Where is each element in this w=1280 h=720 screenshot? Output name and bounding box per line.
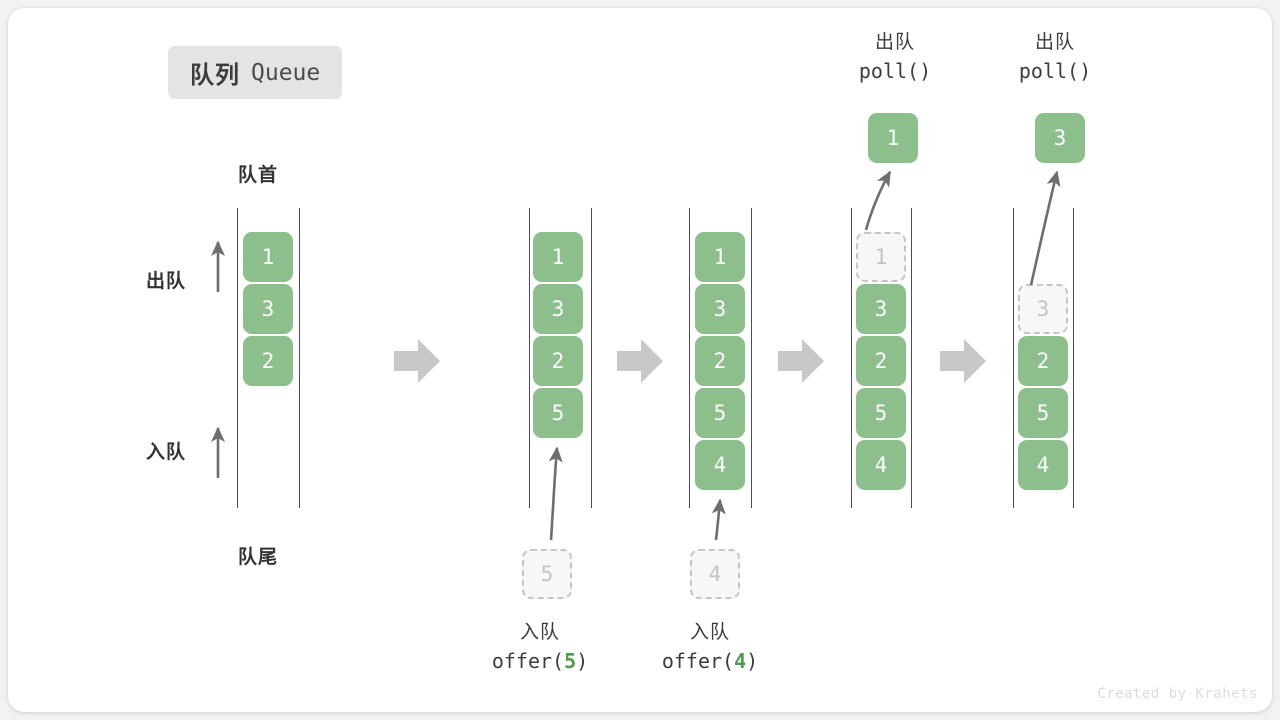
offer-4-suffix: ) bbox=[746, 648, 759, 673]
queue-cell: 3 bbox=[533, 284, 583, 334]
queue-rail-left-col5 bbox=[1013, 208, 1014, 508]
queue-rail-right-col4 bbox=[911, 208, 912, 508]
rear-label: 队尾 bbox=[238, 547, 279, 568]
offer-4-label: 入队 offer(4) bbox=[600, 620, 820, 675]
queue-cell: 2 bbox=[533, 336, 583, 386]
poll-2-label-cn: 出队 bbox=[1034, 32, 1075, 53]
queue-cell: 2 bbox=[243, 336, 293, 386]
offer-5-insert-arrow bbox=[548, 446, 563, 541]
offer-5-label: 入队 offer(5) bbox=[430, 620, 650, 675]
queue-cell: 3 bbox=[695, 284, 745, 334]
step-arrow-icon bbox=[778, 339, 824, 383]
incoming-element-ghost: 5 bbox=[522, 549, 572, 599]
queue-cell: 4 bbox=[1018, 440, 1068, 490]
front-label: 队首 bbox=[238, 165, 279, 186]
poll-2-remove-arrow bbox=[1029, 170, 1061, 286]
offer-5-label-code: offer(5) bbox=[430, 647, 650, 675]
queue-rail-left-col2 bbox=[529, 208, 530, 508]
offer-4-label-cn: 入队 bbox=[689, 622, 730, 643]
poll-2-label-code: poll() bbox=[1018, 58, 1092, 83]
dequeue-direction-label: 出队 bbox=[146, 271, 187, 292]
queue-cell: 3 bbox=[856, 284, 906, 334]
offer-5-num: 5 bbox=[564, 648, 577, 673]
step-arrow-icon bbox=[940, 339, 986, 383]
queue-cell: 2 bbox=[1018, 336, 1068, 386]
offer-4-insert-arrow bbox=[711, 498, 726, 541]
poll-2-label: 出队 poll() bbox=[955, 30, 1155, 85]
offer-5-prefix: offer( bbox=[491, 648, 565, 673]
queue-cell: 5 bbox=[695, 388, 745, 438]
queue-rail-right-col5 bbox=[1073, 208, 1074, 508]
title-english: Queue bbox=[251, 59, 321, 86]
enqueue-direction-label: 入队 bbox=[146, 442, 187, 463]
step-arrow-icon bbox=[617, 339, 663, 383]
queue-cell: 1 bbox=[695, 232, 745, 282]
offer-4-label-code: offer(4) bbox=[600, 647, 820, 675]
title-chinese: 队列 bbox=[190, 62, 240, 89]
offer-5-label-cn: 入队 bbox=[519, 622, 560, 643]
step-arrow-icon bbox=[394, 339, 440, 383]
queue-cell: 2 bbox=[695, 336, 745, 386]
poll-1-remove-arrow bbox=[864, 170, 892, 231]
queue-cell: 4 bbox=[856, 440, 906, 490]
queue-rail-left-col1 bbox=[237, 208, 238, 508]
queue-cell: 5 bbox=[533, 388, 583, 438]
queue-cell: 1 bbox=[533, 232, 583, 282]
queue-cell: 4 bbox=[695, 440, 745, 490]
offer-5-suffix: ) bbox=[576, 648, 589, 673]
poll-1-label-code: poll() bbox=[858, 58, 932, 83]
queue-rail-left-col3 bbox=[689, 208, 690, 508]
popped-element: 3 bbox=[1035, 113, 1085, 163]
queue-rail-right-col3 bbox=[751, 208, 752, 508]
diagram-title-badge: 队列 Queue bbox=[168, 46, 343, 99]
queue-rail-left-col4 bbox=[851, 208, 852, 508]
offer-4-prefix: offer( bbox=[661, 648, 735, 673]
incoming-element-ghost: 4 bbox=[690, 549, 740, 599]
poll-1-label: 出队 poll() bbox=[795, 30, 995, 85]
queue-rail-right-col1 bbox=[299, 208, 300, 508]
offer-4-num: 4 bbox=[734, 648, 747, 673]
poll-1-label-cn: 出队 bbox=[874, 32, 915, 53]
queue-rail-right-col2 bbox=[591, 208, 592, 508]
queue-cell: 1 bbox=[243, 232, 293, 282]
queue-cell: 3 bbox=[243, 284, 293, 334]
queue-cell: 2 bbox=[856, 336, 906, 386]
watermark: Created by Krahets bbox=[1097, 686, 1258, 702]
removed-element-ghost: 3 bbox=[1018, 284, 1068, 334]
removed-element-ghost: 1 bbox=[856, 232, 906, 282]
queue-cell: 5 bbox=[1018, 388, 1068, 438]
popped-element: 1 bbox=[868, 113, 918, 163]
queue-cell: 5 bbox=[856, 388, 906, 438]
